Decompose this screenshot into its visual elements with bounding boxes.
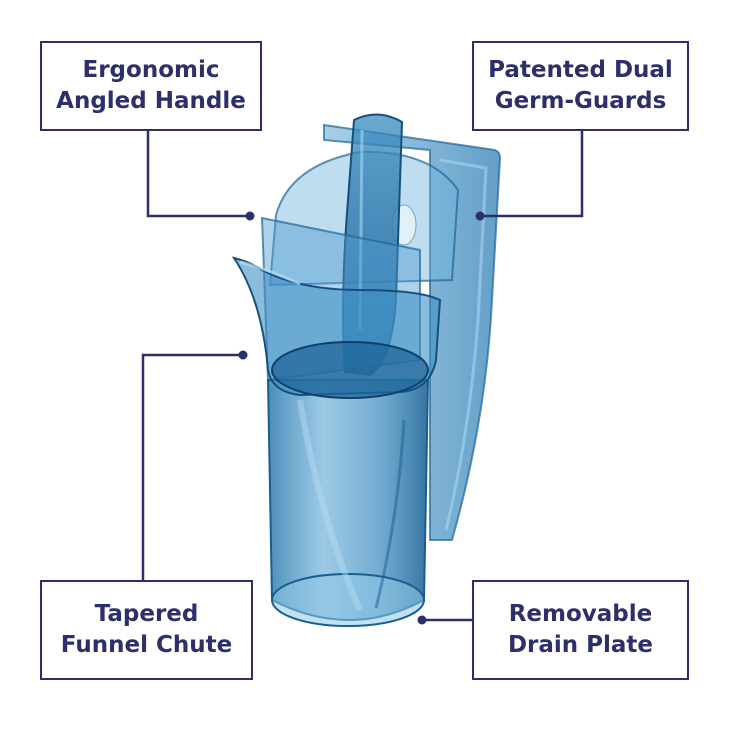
label-chute-line1: Tapered [94,601,199,627]
label-ergonomic-angled-handle: Ergonomic Angled Handle [40,41,262,131]
label-guards-line1: Patented Dual [488,57,673,83]
label-drain-line2: Drain Plate [507,632,654,658]
label-drain-line1: Removable [508,601,653,627]
label-handle-line2: Angled Handle [56,88,246,114]
label-handle-line1: Ergonomic [82,57,220,83]
label-tapered-funnel-chute: Tapered Funnel Chute [40,580,253,680]
label-guards-line2: Germ-Guards [494,88,667,114]
leader-handle [146,131,250,218]
leader-dot-drain [417,615,427,625]
cylinder-body [266,379,430,627]
label-chute-line2: Funnel Chute [60,632,233,658]
leader-chute [141,353,243,580]
leader-guards [480,131,584,218]
label-removable-drain-plate: Removable Drain Plate [472,580,689,680]
funnel-top [231,256,442,399]
leader-dot-chute [238,350,248,360]
leader-dot-guards [475,211,485,221]
label-patented-dual-germ-guards: Patented Dual Germ-Guards [472,41,689,131]
leader-dot-handle [245,211,255,221]
